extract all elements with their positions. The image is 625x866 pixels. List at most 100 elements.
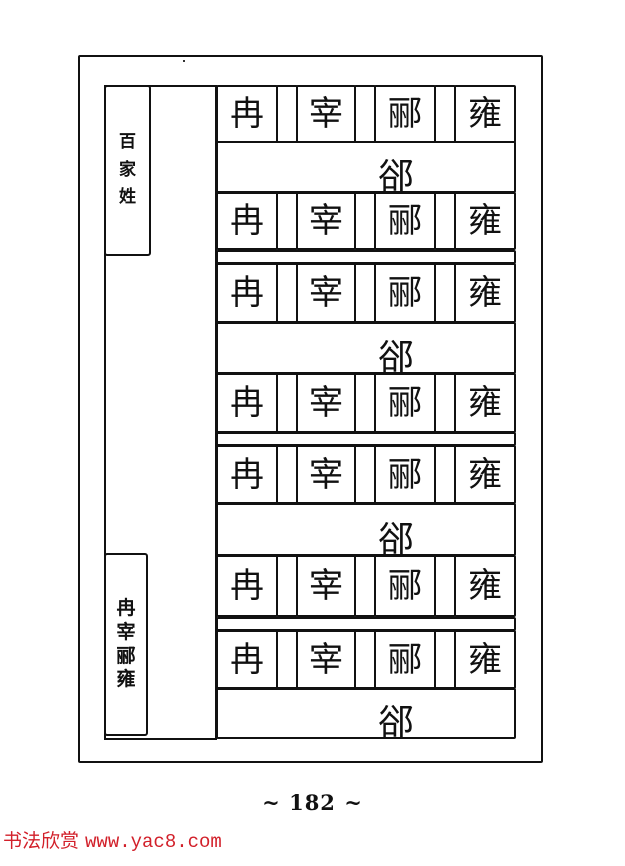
char-cell: 郦 — [374, 192, 436, 250]
char-cell: 冉 — [216, 630, 278, 689]
spacer-cell — [276, 263, 298, 323]
calligraphy-char: 郤 — [378, 702, 415, 743]
calligraphy-char: 雍 — [468, 201, 502, 241]
spacer-cell — [354, 263, 376, 323]
spacer-cell — [276, 555, 298, 617]
title-char: 百 — [119, 132, 136, 153]
char-cell: 冉 — [216, 555, 278, 617]
spacer-cell — [276, 192, 298, 250]
calligraphy-char: 雍 — [468, 94, 502, 134]
char-cell: 雍 — [454, 263, 516, 323]
char-cell: 宰 — [296, 445, 356, 504]
calligraphy-char: 冉 — [230, 639, 264, 680]
calligraphy-row: 冉 宰 郦 雍 — [216, 85, 516, 143]
watermark-url[interactable]: www.yac8.com — [85, 831, 222, 853]
wide-char-row: 郤 — [216, 688, 516, 743]
char-cell: 雍 — [454, 630, 516, 689]
char-cell: 郦 — [374, 373, 436, 433]
calligraphy-char: 郦 — [388, 639, 422, 680]
thin-separator-row — [216, 617, 516, 631]
spacer-cell — [354, 373, 376, 433]
wide-char-row: 郤 — [216, 322, 516, 378]
char-cell: 郦 — [374, 555, 436, 617]
char-cell: 雍 — [454, 445, 516, 504]
char-cell: 宰 — [296, 630, 356, 689]
spacer-cell — [434, 373, 456, 433]
calligraphy-char: 雍 — [468, 566, 502, 606]
char-cell: 宰 — [296, 555, 356, 617]
spacer-cell — [276, 445, 298, 504]
char-cell: 冉 — [216, 192, 278, 250]
char-cell: 郦 — [374, 630, 436, 689]
calligraphy-char: 宰 — [309, 383, 343, 423]
spacer-cell — [434, 445, 456, 504]
calligraphy-char: 雍 — [468, 639, 502, 680]
char-cell: 宰 — [296, 263, 356, 323]
surname-label-char: 雍 — [116, 668, 136, 691]
char-cell: 雍 — [454, 85, 516, 143]
calligraphy-char: 雍 — [468, 454, 502, 495]
calligraphy-char: 郦 — [388, 566, 422, 606]
calligraphy-char: 冉 — [230, 273, 264, 313]
spacer-cell — [434, 192, 456, 250]
calligraphy-char: 冉 — [230, 566, 264, 606]
page-frame — [78, 55, 543, 763]
title-char: 姓 — [119, 187, 136, 208]
calligraphy-char: 冉 — [230, 383, 264, 423]
spacer-cell — [276, 85, 298, 143]
calligraphy-char: 冉 — [230, 201, 264, 241]
title-char: 家 — [119, 159, 136, 180]
calligraphy-char: 宰 — [309, 566, 343, 606]
calligraphy-row: 冉 宰 郦 雍 — [216, 555, 516, 617]
spacer-cell — [354, 85, 376, 143]
spacer-cell — [434, 85, 456, 143]
char-cell: 郦 — [374, 263, 436, 323]
calligraphy-char: 郦 — [388, 383, 422, 423]
calligraphy-char: 郤 — [378, 519, 415, 560]
surname-label-box: 冉 宰 郦 雍 — [104, 553, 148, 736]
calligraphy-char: 郦 — [388, 94, 422, 134]
watermark-text: 书法欣赏 — [3, 830, 80, 852]
calligraphy-char: 冉 — [230, 94, 264, 134]
char-cell: 宰 — [296, 373, 356, 433]
calligraphy-char: 宰 — [309, 94, 343, 134]
spacer-cell — [434, 263, 456, 323]
calligraphy-char: 冉 — [230, 454, 264, 495]
char-cell: 冉 — [216, 373, 278, 433]
spacer-cell — [354, 630, 376, 689]
calligraphy-char: 雍 — [468, 273, 502, 313]
spacer-cell — [434, 555, 456, 617]
left-strip — [104, 85, 216, 740]
char-cell: 郦 — [374, 445, 436, 504]
char-cell: 雍 — [454, 373, 516, 433]
spacer-cell — [354, 192, 376, 250]
char-cell: 雍 — [454, 555, 516, 617]
calligraphy-char: 郦 — [388, 454, 422, 495]
calligraphy-char: 宰 — [309, 201, 343, 241]
calligraphy-char: 雍 — [468, 383, 502, 423]
spacer-cell — [354, 555, 376, 617]
page-number: ~ 182 ~ — [262, 790, 363, 815]
calligraphy-row: 冉 宰 郦 雍 — [216, 263, 516, 323]
speck — [183, 60, 185, 62]
char-cell: 冉 — [216, 445, 278, 504]
calligraphy-char: 宰 — [309, 273, 343, 313]
wide-char-row: 郤 — [216, 141, 516, 197]
title-label-box: 百 家 姓 — [104, 85, 151, 256]
calligraphy-char: 郤 — [378, 156, 415, 197]
calligraphy-char: 宰 — [309, 639, 343, 680]
spacer-cell — [434, 630, 456, 689]
spacer-cell — [276, 373, 298, 433]
thin-separator-row — [216, 250, 516, 264]
char-cell: 冉 — [216, 85, 278, 143]
calligraphy-row: 冉 宰 郦 雍 — [216, 192, 516, 250]
calligraphy-row: 冉 宰 郦 雍 — [216, 630, 516, 689]
char-cell: 宰 — [296, 192, 356, 250]
calligraphy-char: 郦 — [388, 273, 422, 313]
calligraphy-char: 郤 — [378, 337, 415, 378]
calligraphy-char: 郦 — [388, 201, 422, 241]
char-cell: 冉 — [216, 263, 278, 323]
spacer-cell — [276, 630, 298, 689]
char-cell: 宰 — [296, 85, 356, 143]
